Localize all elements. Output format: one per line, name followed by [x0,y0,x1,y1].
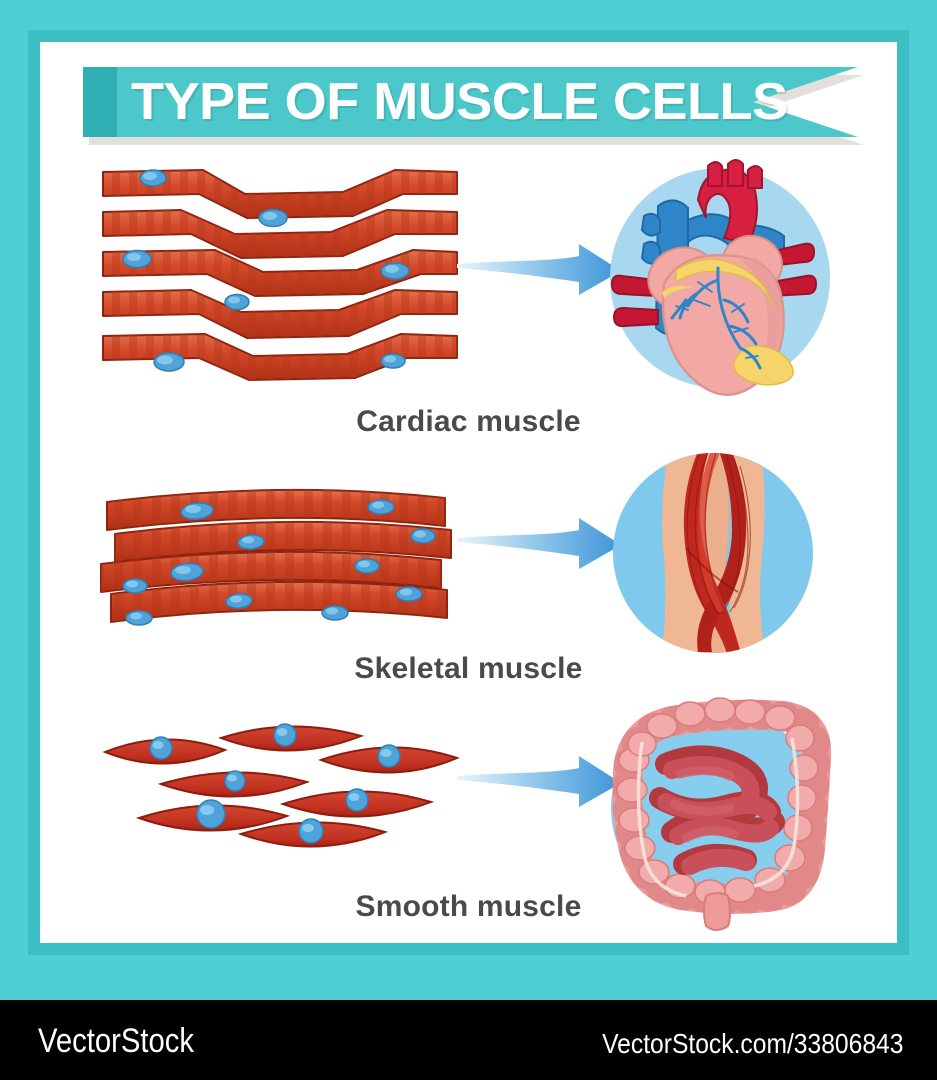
heart-anatomy [610,159,818,396]
heart-illustration [600,159,840,400]
arrow-cardiac [455,242,625,302]
skeletal-nuclei [122,499,436,626]
section-skeletal: Skeletal muscle [0,440,937,690]
vectorstock-brand: VectorStock [38,1022,195,1060]
cardiac-cells-illustration [95,160,458,385]
arrow-shape [457,756,621,807]
banner-ribbon [83,67,858,137]
arrow-shape [457,244,621,295]
footer-bar [0,1000,937,1080]
cardiac-fiber-group [102,169,458,381]
title-banner: TYPE OF MUSCLE CELLS [83,67,864,145]
smooth-nuclei [149,723,401,844]
banner-left-tab [83,67,117,137]
smooth-cells-illustration [95,720,460,860]
section-smooth: Smooth muscle [0,690,937,931]
caption-cardiac: Cardiac muscle [356,405,581,438]
arrow-skeletal [455,516,625,576]
vectorstock-url: VectorStock.com/33806843 [601,1028,903,1059]
arrow-shape [457,518,621,569]
gastrocnemius [683,453,747,653]
intestines-illustration [594,690,834,931]
arrow-smooth [455,754,625,814]
leg-anatomy [660,453,768,653]
caption-skeletal: Skeletal muscle [354,652,583,685]
leg-muscle-illustration [608,448,848,658]
page-title: TYPE OF MUSCLE CELLS [131,73,788,131]
skeletal-cells-illustration [95,478,455,628]
caption-smooth: Smooth muscle [355,890,582,923]
intestines-anatomy [612,697,832,931]
section-cardiac: Cardiac muscle [0,159,937,450]
cardiac-nuclei [122,169,410,372]
